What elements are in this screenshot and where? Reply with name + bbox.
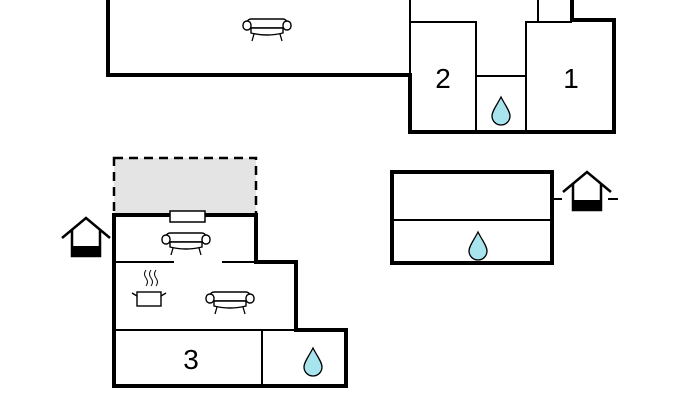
annex-water-drop-icon — [468, 231, 488, 261]
room-label-2: 2 — [435, 63, 451, 94]
room-label-1: 1 — [563, 63, 579, 94]
annex-building — [390, 170, 554, 265]
bottom-house-entrance-icon — [60, 216, 112, 258]
living-room-top-sofa-icon — [242, 18, 292, 42]
terrace — [112, 156, 258, 217]
annex-house-entrance-icon — [554, 170, 618, 212]
bottom-bathroom-water-drop-icon — [303, 347, 323, 377]
bathroom-top-water-drop-icon — [491, 96, 511, 126]
bottom-building — [112, 210, 348, 388]
kitchen-cooking-pot-icon — [131, 269, 167, 307]
bottom-sofa-icon-lower — [205, 291, 255, 315]
bottom-sofa-icon-upper — [161, 232, 211, 256]
room-label-3: 3 — [183, 344, 199, 375]
top-building — [106, 0, 616, 134]
